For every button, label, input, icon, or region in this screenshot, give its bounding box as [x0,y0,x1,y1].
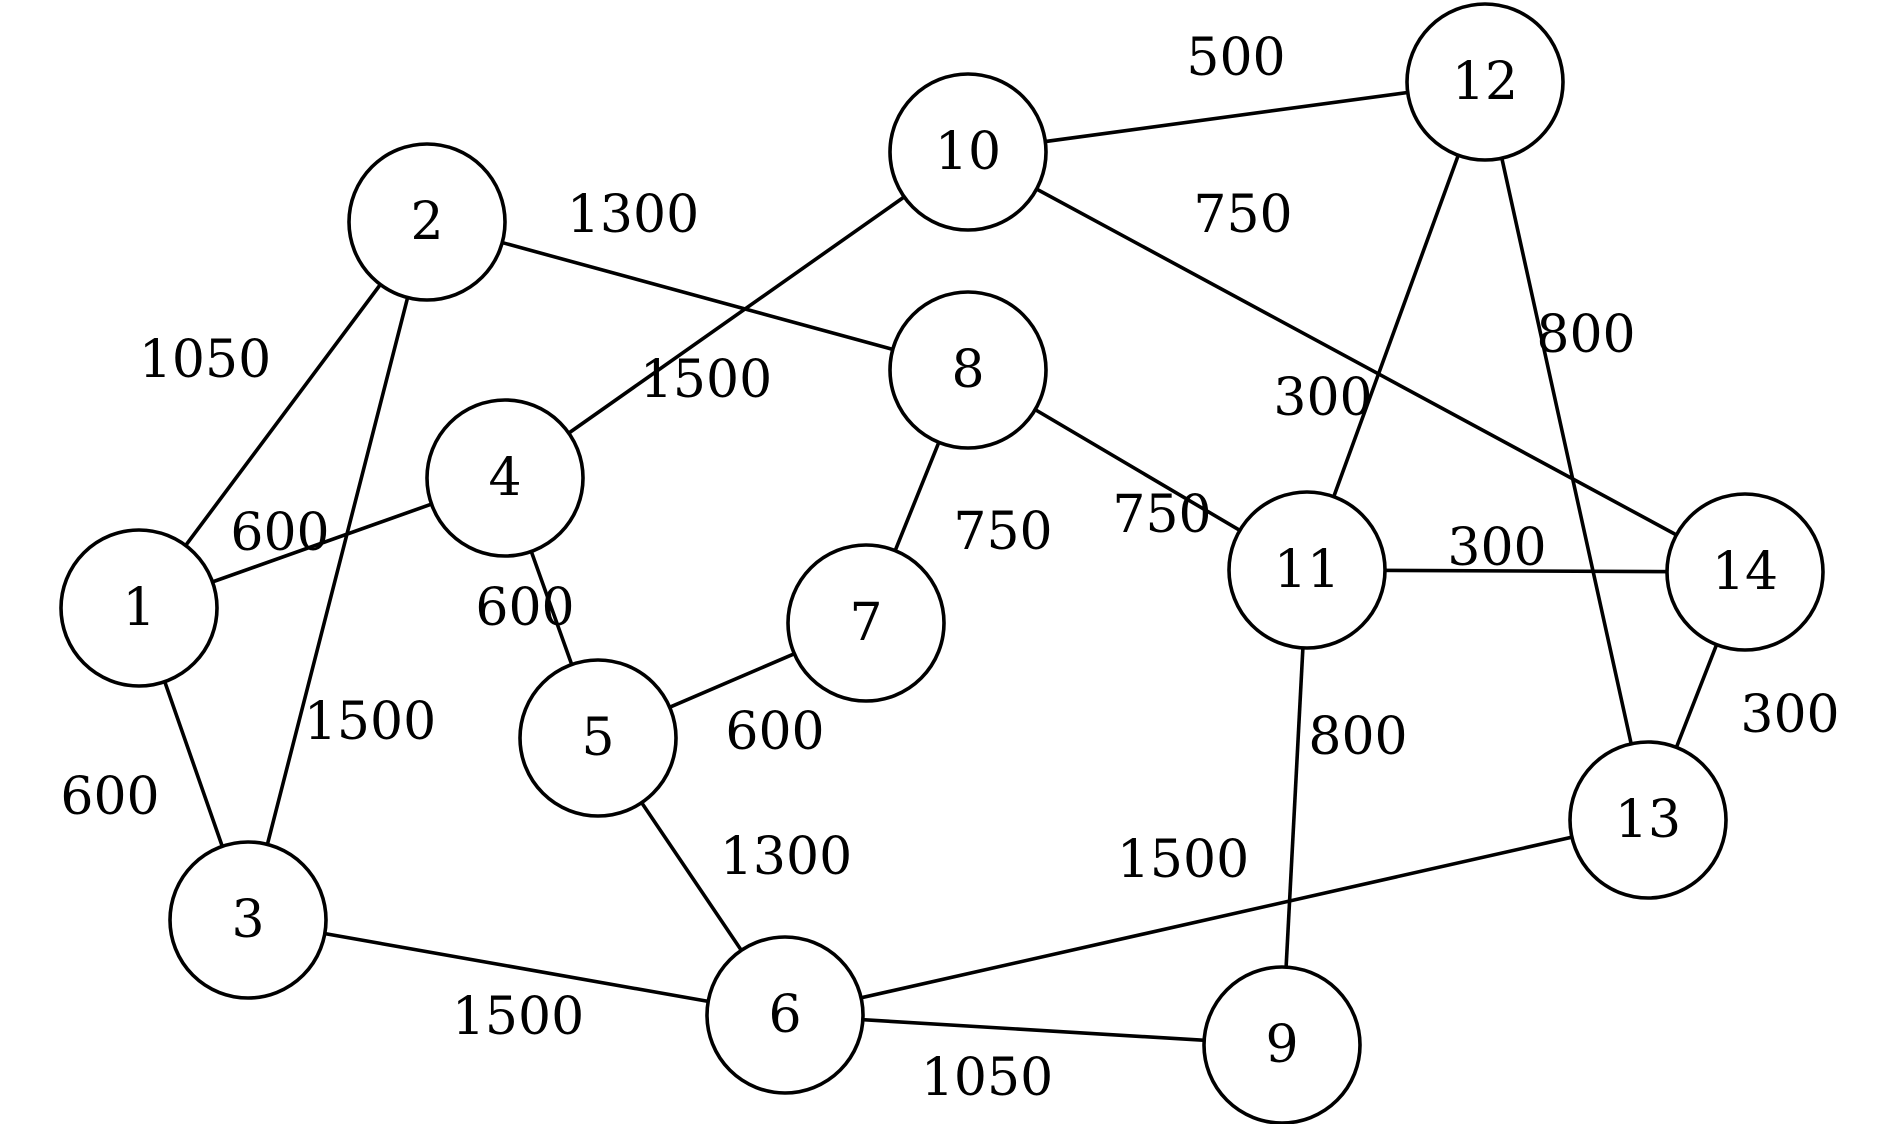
node-circle-14 [1665,492,1825,652]
edge-weight-6-13: 1500 [1117,830,1249,890]
edge-weights-layer: 1050600600150013001500600150013006001050… [60,28,1839,1108]
edge-6-9 [783,1013,1284,1047]
node-circle-8 [888,290,1048,450]
node-5: 5 [518,658,678,818]
node-4: 4 [425,398,585,558]
node-label-5: 5 [581,708,614,768]
node-circle-12 [1405,2,1565,162]
node-14: 14 [1665,492,1825,652]
node-13: 13 [1568,740,1728,900]
node-2: 2 [347,142,507,302]
node-circle-10 [888,72,1048,232]
edge-weight-9-11: 800 [1308,707,1407,767]
edge-weight-12-13: 800 [1536,305,1635,365]
node-label-11: 11 [1274,540,1340,600]
edge-weight-11-14: 300 [1447,518,1546,578]
edge-weight-10-14: 750 [1193,185,1292,245]
node-circle-5 [518,658,678,818]
node-circle-3 [168,840,328,1000]
edge-12-13 [1483,80,1650,822]
edge-weight-1-2: 1050 [139,330,271,390]
node-9: 9 [1202,965,1362,1124]
edge-weight-13-14: 300 [1740,685,1839,745]
node-label-3: 3 [231,890,264,950]
node-circle-2 [347,142,507,302]
edge-weight-11-12: 300 [1273,368,1372,428]
node-label-2: 2 [410,192,443,252]
node-6: 6 [705,935,865,1095]
node-7: 7 [786,543,946,703]
node-10: 10 [888,72,1048,232]
edge-weight-8-11: 750 [1112,485,1211,545]
edge-weight-4-10: 1500 [640,350,772,410]
edge-weight-7-8: 750 [953,502,1052,562]
node-circle-7 [786,543,946,703]
edge-weight-2-3: 1500 [304,692,436,752]
node-label-6: 6 [768,985,801,1045]
node-circle-11 [1227,490,1387,650]
node-11: 11 [1227,490,1387,650]
edge-weight-4-5: 600 [475,578,574,638]
edge-4-10 [503,150,970,480]
node-label-13: 13 [1615,790,1681,850]
edge-3-6 [246,918,787,1017]
edge-2-3 [246,220,429,922]
edge-10-14 [966,150,1747,574]
edge-weight-10-12: 500 [1186,28,1285,88]
edge-weight-1-4: 600 [230,503,329,563]
node-3: 3 [168,840,328,1000]
node-label-10: 10 [935,122,1001,182]
edge-weight-2-8: 1300 [567,185,699,245]
edge-weight-3-6: 1500 [452,987,584,1047]
node-label-12: 12 [1452,52,1518,112]
edge-1-2 [137,220,429,610]
edge-6-13 [783,818,1650,1017]
node-12: 12 [1405,2,1565,162]
node-circle-4 [425,398,585,558]
node-circle-1 [59,528,219,688]
node-8: 8 [888,290,1048,450]
edge-weight-5-6: 1300 [720,827,852,887]
node-label-7: 7 [849,593,882,653]
node-circle-13 [1568,740,1728,900]
node-label-1: 1 [122,578,155,638]
edge-weight-5-7: 600 [725,702,824,762]
edge-weight-1-3: 600 [60,767,159,827]
edge-11-12 [1305,80,1487,572]
node-label-8: 8 [951,340,984,400]
node-label-9: 9 [1265,1015,1298,1075]
edge-2-8 [425,220,970,372]
edge-10-12 [966,80,1487,154]
node-label-4: 4 [488,448,521,508]
node-label-14: 14 [1712,542,1778,602]
node-circle-6 [705,935,865,1095]
node-1: 1 [59,528,219,688]
edge-weight-6-9: 1050 [921,1048,1053,1108]
node-circle-9 [1202,965,1362,1124]
